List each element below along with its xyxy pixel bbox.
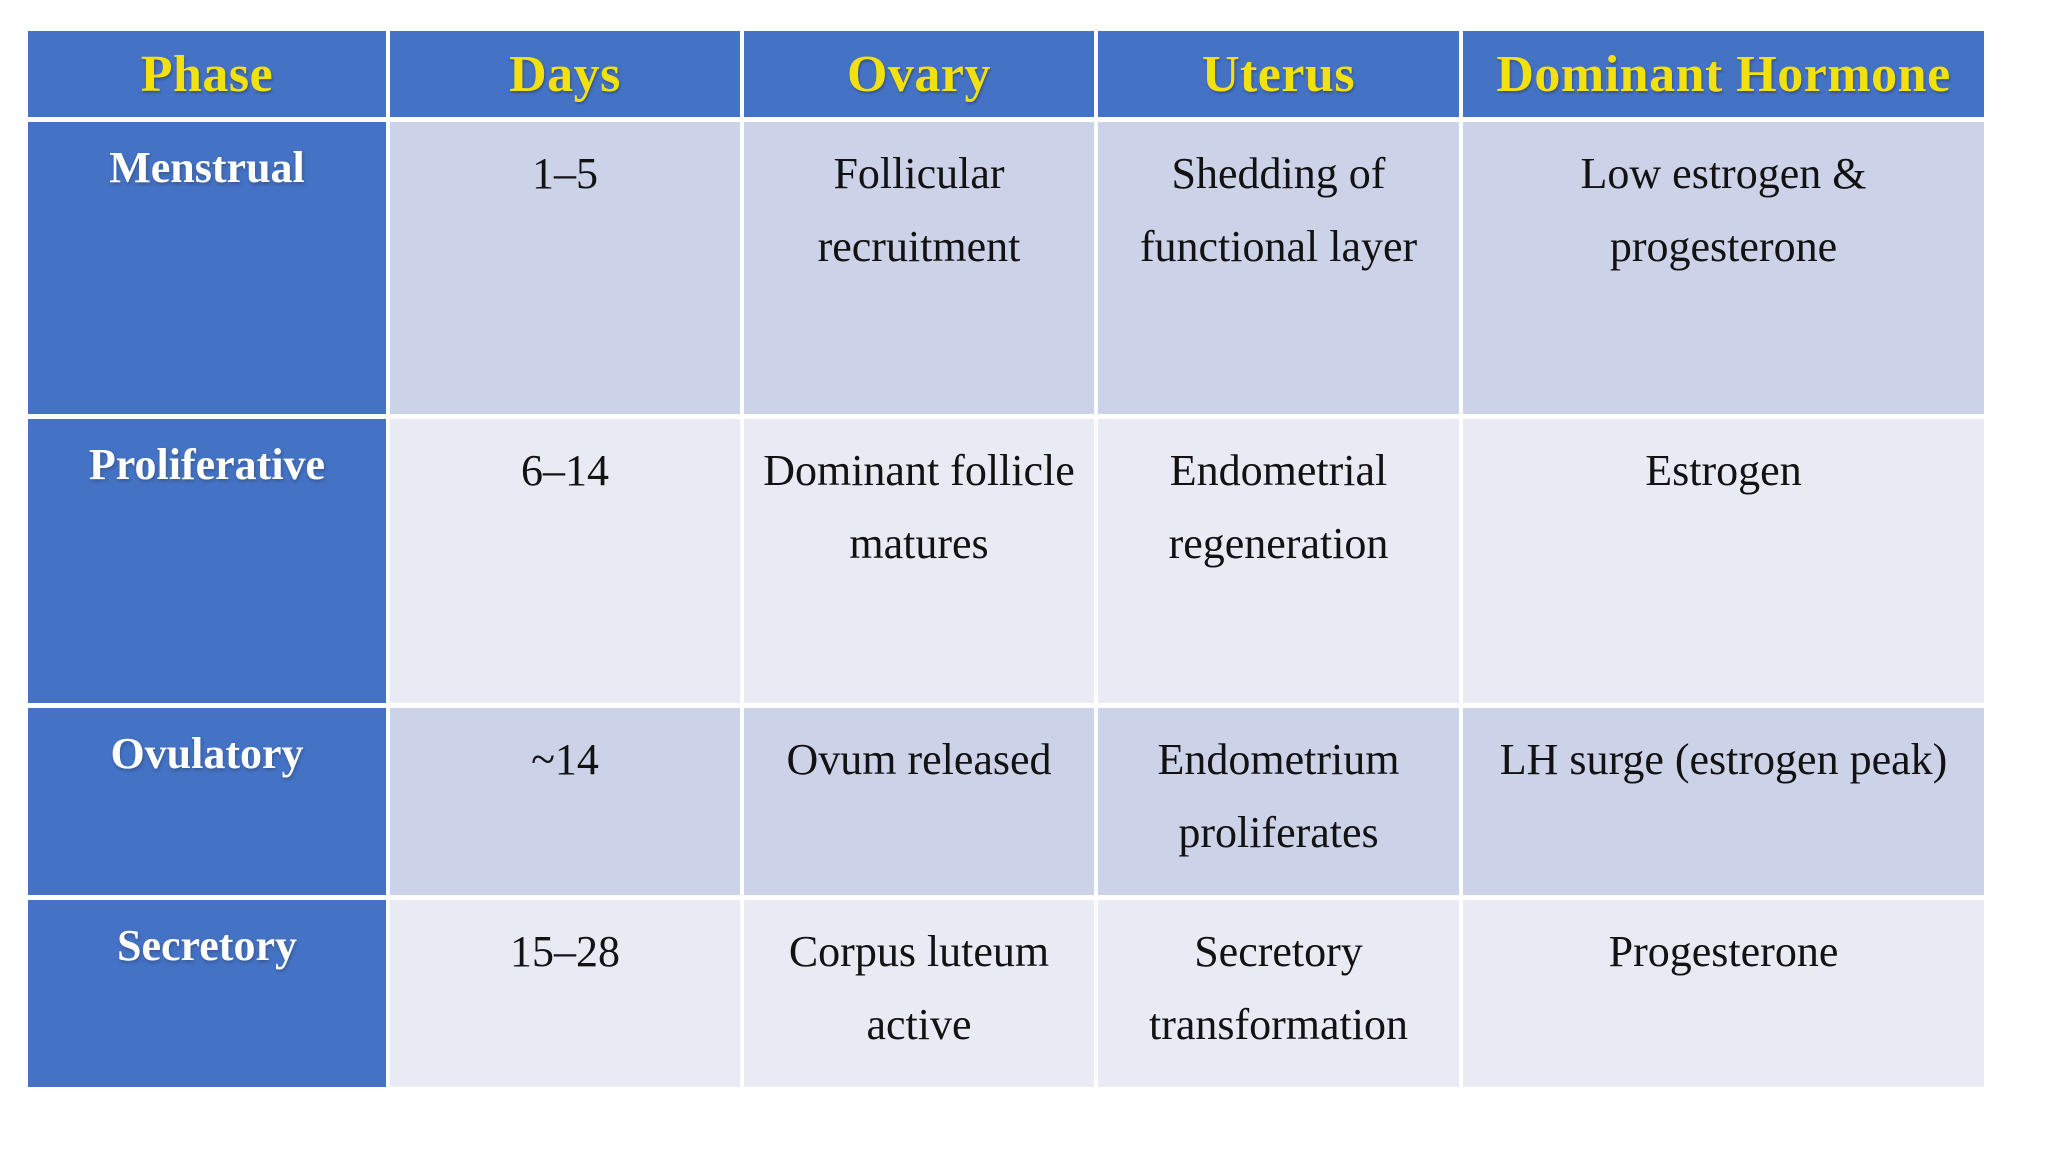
row-secretory-ovary-cell: Corpus luteum active: [744, 900, 1094, 1087]
row-proliferative-uterus-cell: Endometrial regeneration: [1098, 419, 1459, 703]
row-menstrual-days-cell: 1–5: [390, 122, 740, 414]
row-ovulatory-days-cell: ~14: [390, 708, 740, 895]
header-cell-uterus: Uterus: [1098, 31, 1459, 117]
header-cell-dominant-hormone: Dominant Hormone: [1463, 31, 1984, 117]
row-menstrual-uterus-cell: Shedding of functional layer: [1098, 122, 1459, 414]
row-menstrual-hormone-cell: Low estrogen & progesterone: [1463, 122, 1984, 414]
header-cell-days: Days: [390, 31, 740, 117]
row-secretory-hormone-cell: Progesterone: [1463, 900, 1984, 1087]
header-cell-phase: Phase: [28, 31, 386, 117]
cycle-phases-table: Phase Days Ovary Uterus Dominant Hormone…: [28, 31, 1984, 1087]
row-ovulatory-phase-cell: Ovulatory: [28, 708, 386, 895]
row-ovulatory-uterus-cell: Endometrium proliferates: [1098, 708, 1459, 895]
header-cell-ovary: Ovary: [744, 31, 1094, 117]
row-secretory-days-cell: 15–28: [390, 900, 740, 1087]
row-ovulatory-ovary-cell: Ovum released: [744, 708, 1094, 895]
row-menstrual-phase-cell: Menstrual: [28, 122, 386, 414]
row-ovulatory-hormone-cell: LH surge (estrogen peak): [1463, 708, 1984, 895]
row-proliferative-ovary-cell: Dominant follicle matures: [744, 419, 1094, 703]
row-proliferative-phase-cell: Proliferative: [28, 419, 386, 703]
row-proliferative-hormone-cell: Estrogen: [1463, 419, 1984, 703]
row-secretory-uterus-cell: Secretory transformation: [1098, 900, 1459, 1087]
row-secretory-phase-cell: Secretory: [28, 900, 386, 1087]
row-proliferative-days-cell: 6–14: [390, 419, 740, 703]
row-menstrual-ovary-cell: Follicular recruitment: [744, 122, 1094, 414]
